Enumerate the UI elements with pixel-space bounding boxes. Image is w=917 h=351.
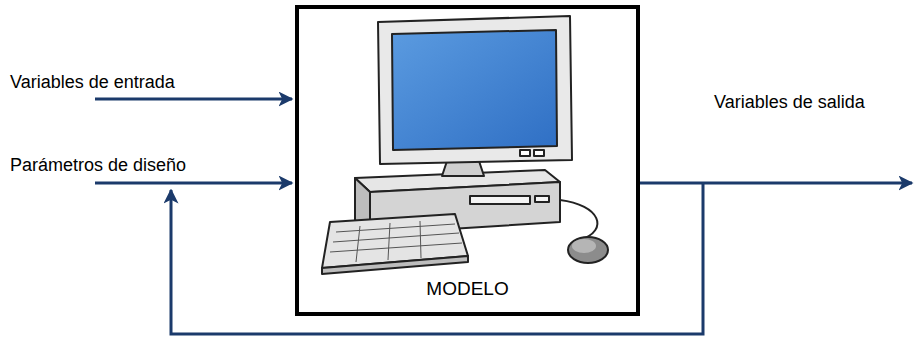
signal-label: Parámetros de diseño xyxy=(8,155,188,176)
computer-illustration xyxy=(322,16,608,274)
signal-label: Variables de salida xyxy=(712,92,867,113)
model-box: MODELO xyxy=(295,5,640,316)
input-arrow xyxy=(95,98,292,101)
model-label: MODELO xyxy=(299,278,636,300)
signal-label: Variables de entrada xyxy=(8,72,177,93)
feedback-arrow xyxy=(171,183,703,334)
parameter-arrow xyxy=(95,182,292,185)
output-arrow xyxy=(640,182,912,185)
